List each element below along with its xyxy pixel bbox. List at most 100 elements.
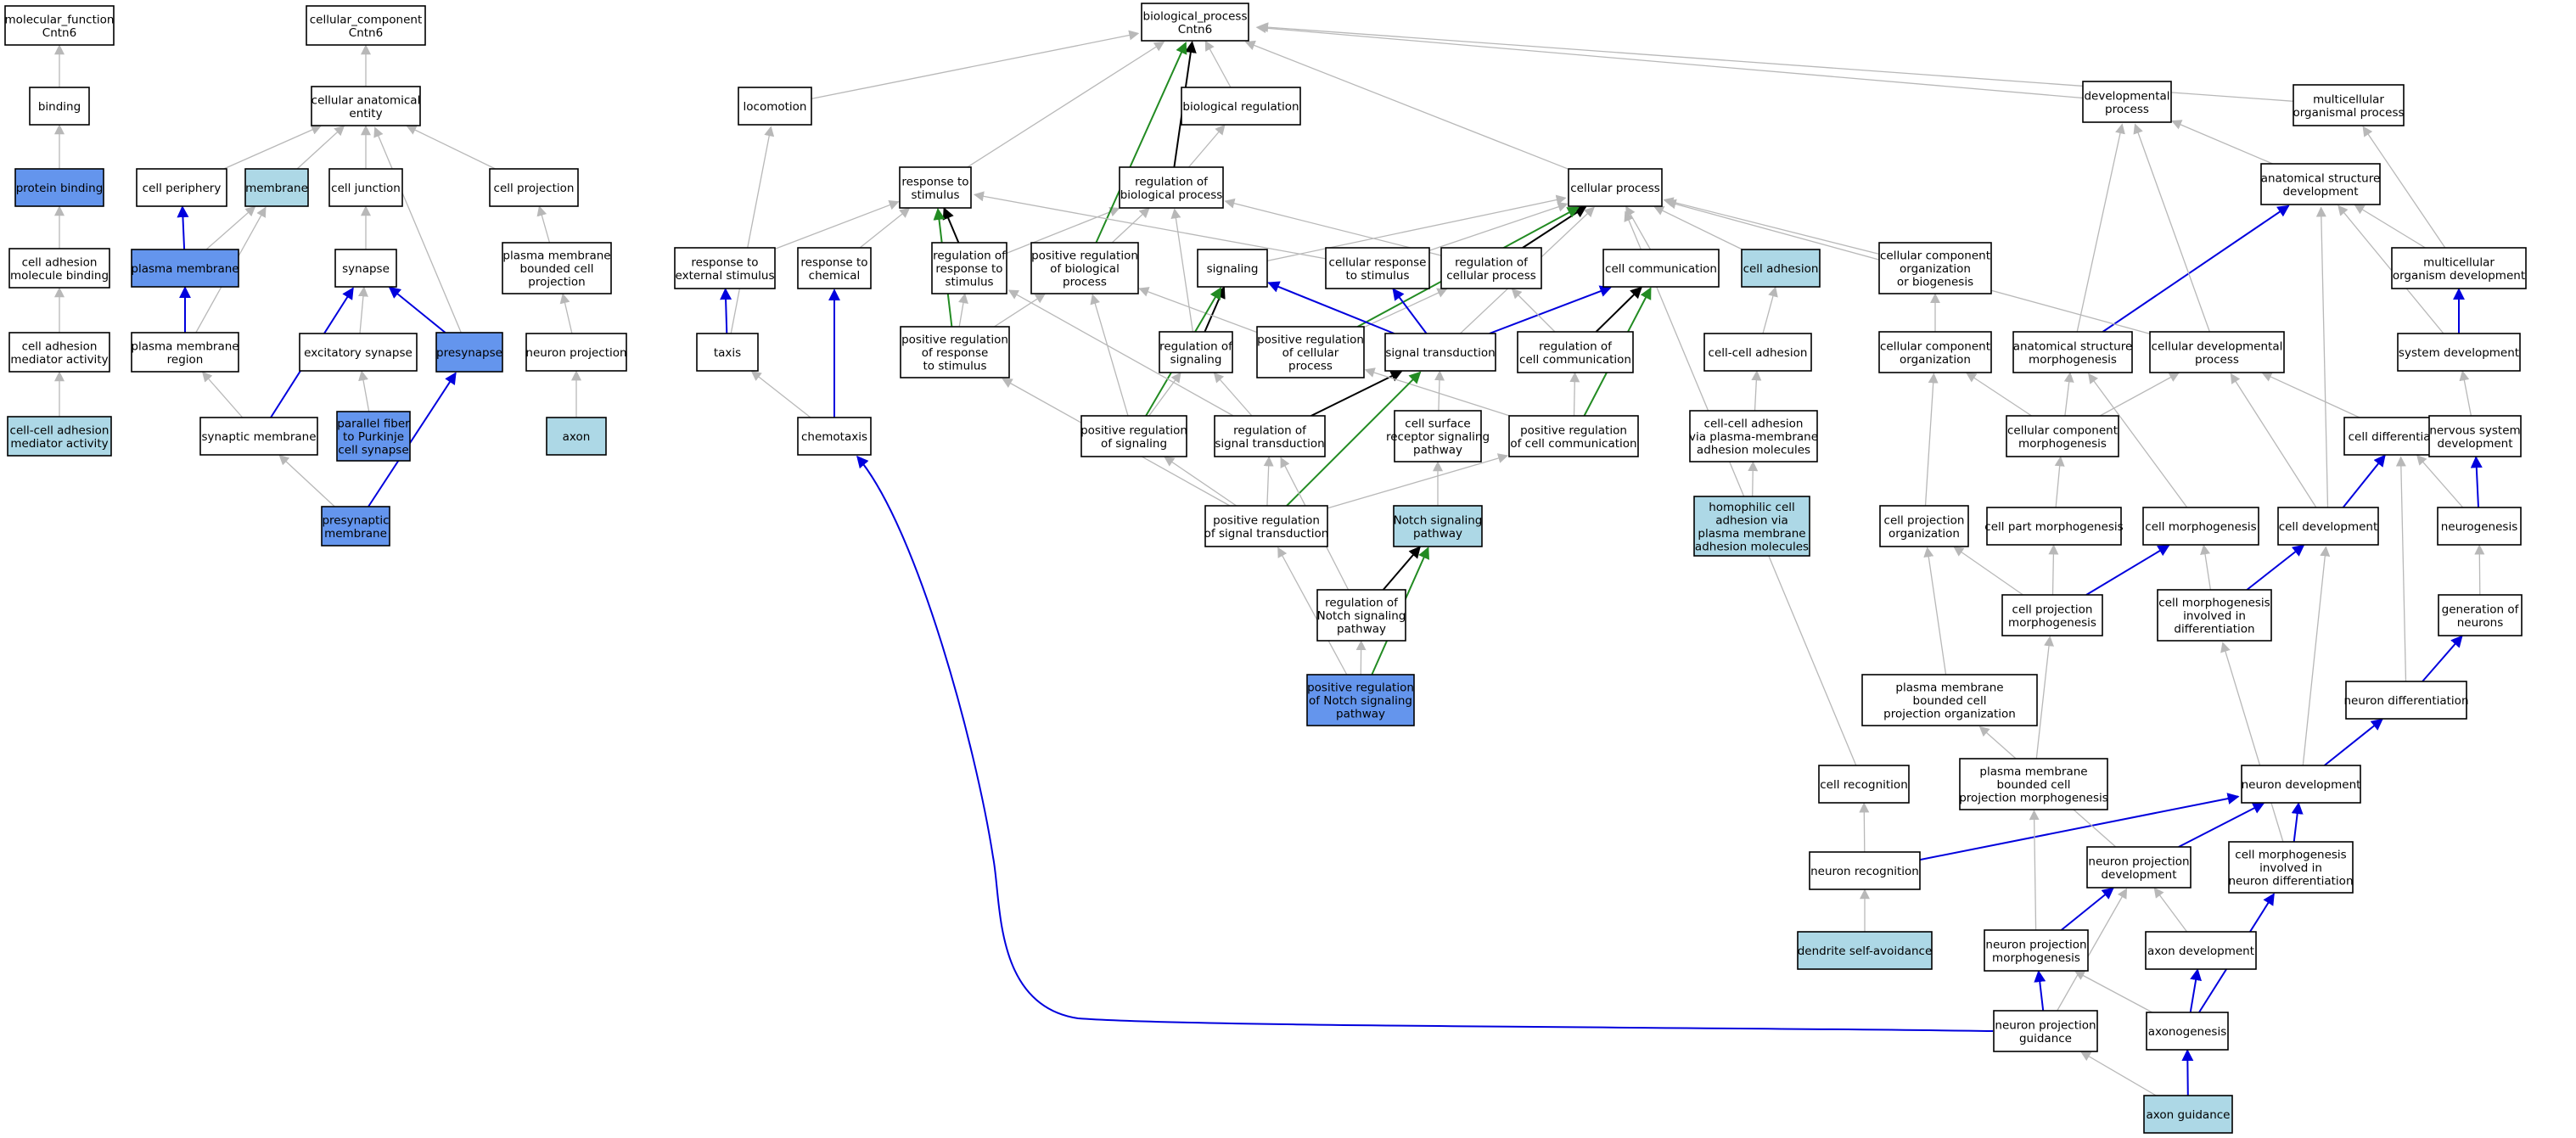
node-cellular-process[interactable]: cellular process xyxy=(1568,168,1663,207)
node-box[interactable] xyxy=(2241,765,2361,804)
node-box[interactable] xyxy=(797,247,872,289)
node-neuron-dev[interactable]: neuron development xyxy=(2241,765,2361,804)
node-box[interactable] xyxy=(1878,242,1992,294)
node-box[interactable] xyxy=(1602,249,1720,288)
node-box[interactable] xyxy=(2143,1095,2233,1134)
node-box[interactable] xyxy=(931,242,1007,294)
node-box[interactable] xyxy=(546,417,607,456)
node-cell-recog[interactable]: cell recognition xyxy=(1818,765,1910,804)
node-locomotion[interactable]: locomotion xyxy=(738,87,812,126)
node-axon-dev[interactable]: axon development xyxy=(2145,931,2257,970)
node-axon-guidance[interactable]: axon guidance xyxy=(2143,1095,2233,1134)
node-box[interactable] xyxy=(1141,3,1249,42)
node-box[interactable] xyxy=(2082,81,2172,123)
node-box[interactable] xyxy=(502,242,612,294)
node-taxis[interactable]: taxis xyxy=(696,333,759,372)
node-box[interactable] xyxy=(334,249,397,288)
node-box[interactable] xyxy=(244,168,309,207)
node-box[interactable] xyxy=(1878,331,1992,373)
node-box[interactable] xyxy=(797,417,872,456)
node-box[interactable] xyxy=(900,326,1010,378)
node-box[interactable] xyxy=(2146,1012,2229,1051)
node-cell-periphery[interactable]: cell periphery xyxy=(136,168,227,207)
node-box[interactable] xyxy=(199,417,318,456)
node-neurogenesis[interactable]: neurogenesis xyxy=(2437,507,2522,546)
node-box[interactable] xyxy=(2228,841,2354,894)
node-box[interactable] xyxy=(2391,247,2527,289)
node-box[interactable] xyxy=(1384,333,1496,372)
node-box[interactable] xyxy=(1809,851,1921,890)
node-sys-dev[interactable]: system development xyxy=(2397,333,2521,372)
node-box[interactable] xyxy=(899,166,972,209)
node-box[interactable] xyxy=(1797,931,1933,970)
node-box[interactable] xyxy=(306,5,426,46)
node-signaling[interactable]: signaling xyxy=(1197,249,1268,288)
node-box[interactable] xyxy=(7,416,112,457)
node-neuron-projection[interactable]: neuron projection xyxy=(525,333,627,372)
node-box[interactable] xyxy=(29,87,90,126)
node-box[interactable] xyxy=(1879,505,1969,547)
node-box[interactable] xyxy=(1984,929,2089,972)
node-box[interactable] xyxy=(131,332,239,373)
node-box[interactable] xyxy=(1204,505,1328,547)
node-box[interactable] xyxy=(336,411,411,462)
node-axon[interactable]: axon xyxy=(546,417,607,456)
node-box[interactable] xyxy=(8,248,110,289)
node-box[interactable] xyxy=(321,506,390,547)
node-box[interactable] xyxy=(2001,594,2103,636)
node-box[interactable] xyxy=(1214,415,1326,457)
node-box[interactable] xyxy=(1568,168,1663,207)
node-box[interactable] xyxy=(2428,415,2522,457)
node-box[interactable] xyxy=(1030,242,1139,294)
node-box[interactable] xyxy=(1159,331,1233,373)
node-cell-comm[interactable]: cell communication xyxy=(1602,249,1720,288)
node-box[interactable] xyxy=(4,5,115,46)
node-box[interactable] xyxy=(525,333,627,372)
node-box[interactable] xyxy=(2277,507,2379,546)
node-box[interactable] xyxy=(14,168,104,207)
node-box[interactable] xyxy=(1080,415,1187,457)
node-box[interactable] xyxy=(1741,249,1821,288)
node-box[interactable] xyxy=(1693,496,1810,557)
node-box[interactable] xyxy=(1256,326,1365,378)
node-cell-junction[interactable]: cell junction xyxy=(328,168,403,207)
node-cell-projection[interactable]: cell projection xyxy=(489,168,579,207)
node-box[interactable] xyxy=(2145,931,2257,970)
node-box[interactable] xyxy=(2142,507,2259,546)
node-box[interactable] xyxy=(1986,507,2122,546)
node-box[interactable] xyxy=(2438,594,2523,636)
node-box[interactable] xyxy=(1394,410,1482,462)
node-synaptic-membrane[interactable]: synaptic membrane xyxy=(199,417,318,456)
